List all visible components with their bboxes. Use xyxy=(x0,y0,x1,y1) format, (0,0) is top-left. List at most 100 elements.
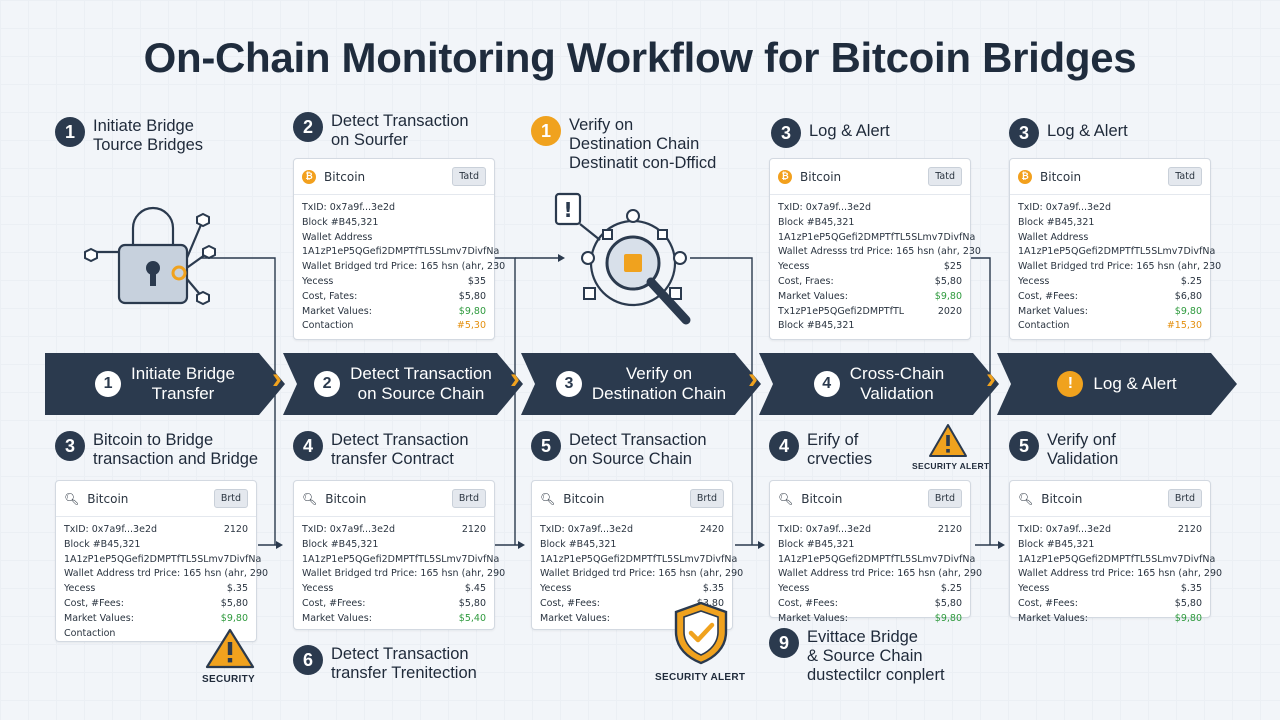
search-icon: 🔍︎ xyxy=(540,491,556,506)
card-row-label: Cost, #Frees: xyxy=(302,597,366,609)
svg-text:!: ! xyxy=(563,198,572,222)
card-row: 1A1zP1eP5QGefi2DMPTfTL5SLmv7DivfNa xyxy=(540,553,737,568)
card-row: Wallet Address trd Price: 165 hsn (ahr, … xyxy=(1018,567,1222,582)
step-number: 5 xyxy=(1009,431,1039,461)
step-subtitle: & Source Chain xyxy=(807,647,923,665)
card-row-value: 2120 xyxy=(937,524,962,535)
card-row: Wallet Bridged trd Price: 165 hsn (ahr, … xyxy=(540,567,743,582)
card-row: Yecess$.25 xyxy=(778,582,962,597)
card-row: Block #B45,321 xyxy=(778,319,962,334)
card-row-label: Contaction xyxy=(1018,320,1070,332)
step-number: 3 xyxy=(55,431,85,461)
card-row-value: 2120 xyxy=(1177,524,1202,535)
security-alert-label: SECURITY ALERT xyxy=(655,672,746,683)
card-row: Wallet Address xyxy=(302,231,486,246)
card-row: Block #B45,321 xyxy=(302,216,486,231)
search-icon: 🔍︎ xyxy=(1018,491,1034,506)
step-title: Log & Alert xyxy=(1047,122,1128,140)
flow-step-number: 2 xyxy=(314,371,340,397)
card-row: Contaction#15,30 xyxy=(1018,319,1202,334)
card-row-label: Block #B45,321 xyxy=(1018,538,1095,550)
card-row-label: Cost, Fraes: xyxy=(778,275,834,287)
flow-step-number: 3 xyxy=(556,371,582,397)
card-row-label: Block #B45,321 xyxy=(302,538,379,550)
lock-network-icon xyxy=(84,206,216,306)
card-chain: Bitcoin xyxy=(800,169,842,184)
status-badge: Brtd xyxy=(927,489,962,508)
card-row-label: Wallet Adresss trd Price: 165 hsn (ahr, … xyxy=(778,246,981,258)
card-row: 1A1zP1eP5QGefi2DMPTfTL5SLmv7DivfNa xyxy=(302,245,499,260)
card-row-label: Yecess xyxy=(778,261,810,273)
card-row-label: Yecess xyxy=(1018,583,1050,595)
card-row-value: $5,80 xyxy=(1174,597,1202,609)
step-subtitle: transaction and Bridge xyxy=(93,450,259,468)
step-title: Detect Transaction xyxy=(569,431,707,449)
flow-step-line2: Destination Chain xyxy=(591,384,727,403)
step-title: Initiate Bridge xyxy=(93,117,194,135)
card-row-value: $3,80 xyxy=(696,597,724,609)
card-row-label: 1A1zP1eP5QGefi2DMPTfTL5SLmv7DivfNa xyxy=(302,553,500,565)
card-row-value: $9,80 xyxy=(934,612,962,624)
card-chain: Bitcoin xyxy=(87,491,129,506)
card-row-value: $9,80 xyxy=(934,290,962,302)
card-row: Yecess$.45 xyxy=(302,582,486,597)
card-row: 1A1zP1eP5QGefi2DMPTfTL5SLmv7DivfNa xyxy=(1018,245,1215,260)
card-row: TxID: 0x7a9f...3e2d xyxy=(1018,201,1202,216)
card-row-label: Yecess xyxy=(302,275,334,287)
card-row-label: Cost, #Fees: xyxy=(778,597,838,609)
card-row-value: 2020 xyxy=(937,305,962,317)
card-row: Wallet Adresss trd Price: 165 hsn (ahr, … xyxy=(778,245,981,260)
card-row-value: 2120 xyxy=(461,524,486,535)
step-subtitle: on Source Chain xyxy=(569,450,692,468)
card-row: 1A1zP1eP5QGefi2DMPTfTL5SLmv7DivfNa xyxy=(302,553,499,568)
security-label: SECURITY xyxy=(202,674,255,685)
card-row: Wallet Address trd Price: 165 hsn (ahr, … xyxy=(64,567,268,582)
card-chain: Bitcoin xyxy=(563,491,605,506)
flow-step-line2: Transfer xyxy=(151,384,215,403)
card-row-label: 1A1zP1eP5QGefi2DMPTfTL5SLmv7DivfNa xyxy=(1018,246,1216,258)
card-row-label: TxID: 0x7a9f...3e2d xyxy=(302,524,396,535)
chevron-right-icon: › xyxy=(986,362,996,395)
card-row: Contaction xyxy=(64,627,248,642)
card-row-label: Market Values: xyxy=(64,612,134,624)
card-row-label: Block #B45,321 xyxy=(778,538,855,550)
card-row-value: $.45 xyxy=(464,583,486,595)
card-row: Contaction#5,30 xyxy=(302,319,486,334)
step-number: 5 xyxy=(531,431,561,461)
card-row: Market Values: $9,80 xyxy=(778,290,962,305)
page-title: On-Chain Monitoring Workflow for Bitcoin… xyxy=(143,34,1137,81)
card-row-value: $.25 xyxy=(1180,275,1202,287)
card-row-label: Wallet Bridged trd Price: 165 hsn (ahr, … xyxy=(302,261,506,273)
step-title: Detect Transaction xyxy=(331,431,469,449)
card-row-label: TxID: 0x7a9f...3e2d xyxy=(1018,524,1112,535)
step-number: 2 xyxy=(293,112,323,142)
card-row-label: Market Values: xyxy=(1018,305,1088,317)
card-row-label: Market Values: xyxy=(778,290,848,302)
status-badge: Tatd xyxy=(928,167,962,186)
card-row: 1A1zP1eP5QGefi2DMPTfTL5SLmv7DivfNa xyxy=(778,553,975,568)
search-icon: 🔍︎ xyxy=(302,491,318,506)
card-row-value: $5,80 xyxy=(458,290,486,302)
card-chain: Bitcoin xyxy=(1041,491,1083,506)
step-note: dustectilcr conplert xyxy=(807,666,945,684)
flow-step-number: 1 xyxy=(95,371,121,397)
shield-check-icon xyxy=(674,601,728,665)
step-title: Erify of xyxy=(807,431,859,449)
